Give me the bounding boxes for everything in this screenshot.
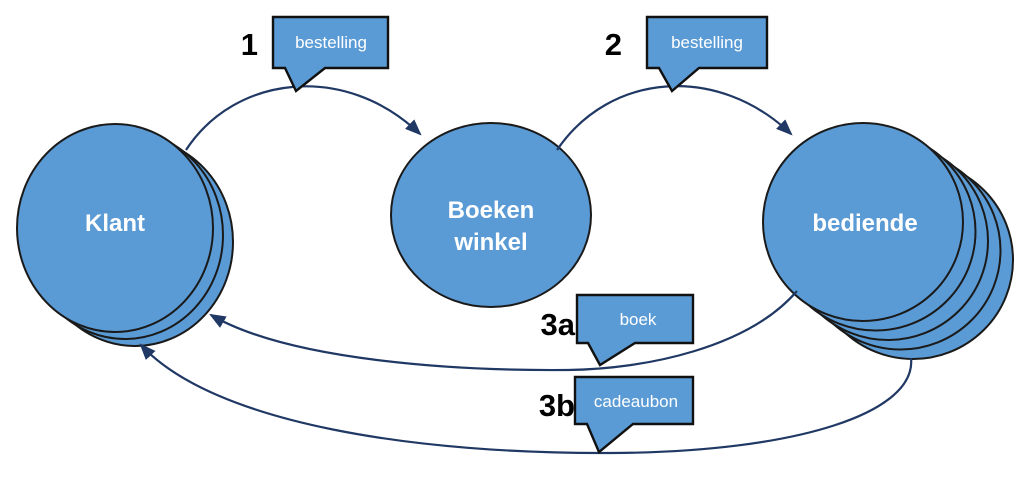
- callout-1-bubble: [271, 15, 390, 93]
- callout-3b-label: cadeaubon: [594, 392, 678, 411]
- bediende-label: bediende: [812, 210, 917, 237]
- step-3a-number: 3a: [541, 307, 576, 342]
- message-step-1: 1 bestelling: [241, 15, 390, 93]
- step-3b-number: 3b: [539, 388, 575, 423]
- callout-2-label: bestelling: [671, 33, 743, 52]
- callout-3b-bubble: [573, 375, 695, 454]
- arrow-3a-bediende-to-klant: [209, 290, 798, 372]
- callout-3a-label: boek: [620, 310, 657, 329]
- klant-circle: [16, 123, 214, 333]
- klant-label: Klant: [85, 210, 145, 237]
- step-2-number: 2: [605, 27, 622, 62]
- boekenwinkel-circle: [390, 122, 592, 308]
- boekenwinkel-label-line1: Boeken: [448, 197, 535, 224]
- arrow-2-boekenwinkel-to-bediende: [556, 85, 793, 151]
- callout-2-bubble: [645, 15, 769, 93]
- step-1-number: 1: [241, 27, 258, 62]
- node-boekenwinkel: Boeken winkel: [390, 122, 592, 308]
- arrow-1-klant-to-boekenwinkel: [185, 85, 422, 151]
- message-step-2: 2 bestelling: [605, 15, 769, 93]
- boekenwinkel-label-line2: winkel: [453, 229, 527, 256]
- callout-1-label: bestelling: [295, 33, 367, 52]
- node-bediende: bediende: [762, 122, 1014, 360]
- arrow-3b-bediende-to-klant: [139, 343, 913, 455]
- callout-3a-bubble: [575, 293, 695, 367]
- message-step-3b: 3b cadeaubon: [539, 375, 695, 454]
- bediende-circle: [762, 122, 964, 322]
- message-step-3a: 3a boek: [541, 293, 695, 367]
- node-klant: Klant: [16, 123, 234, 347]
